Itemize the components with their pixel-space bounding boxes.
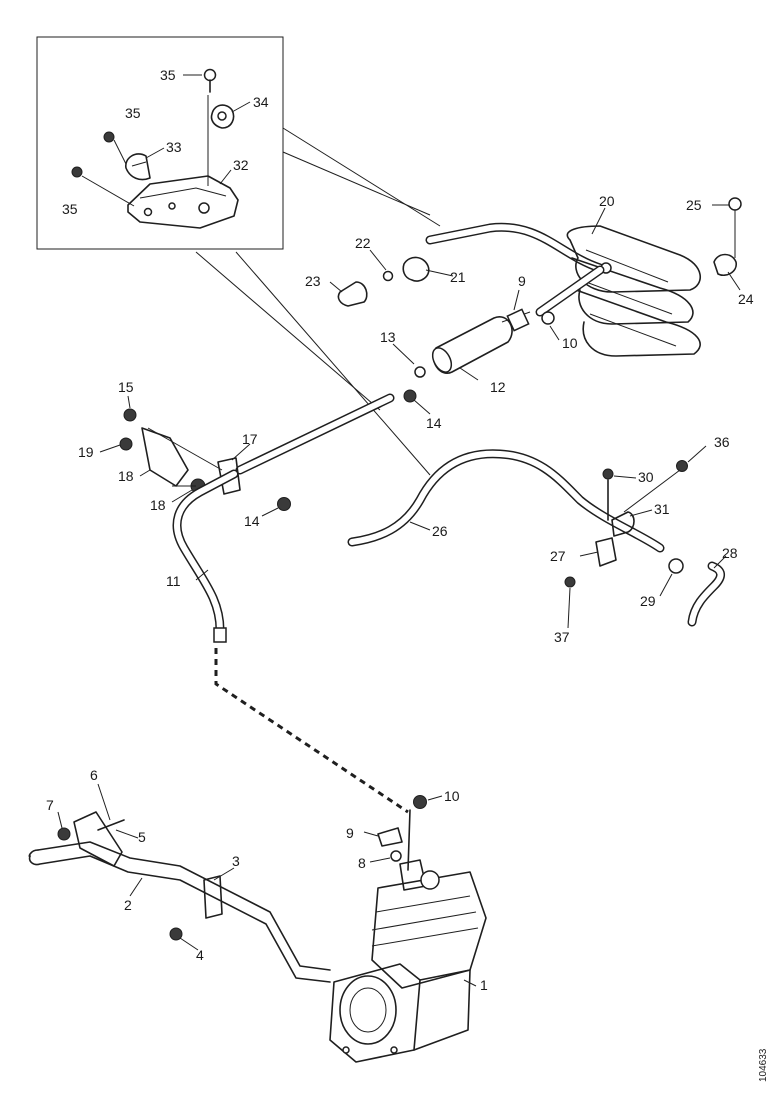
part-label-23: 23 [305,273,321,289]
inset-pointer-line [195,251,381,411]
part-label-12: 12 [490,379,506,395]
part-label-25: 25 [686,197,702,213]
inset-pointer-line [235,251,431,476]
mounting-bracket-icon [127,175,239,229]
part-label-36: 36 [714,434,730,450]
part-label-14: 14 [426,415,442,431]
part-label-10: 10 [444,788,460,804]
fittings-21-23 [337,256,430,307]
clip-33-icon [125,153,151,181]
part-label-31: 31 [654,501,670,517]
part-label-30: 30 [638,469,654,485]
part-label-13: 13 [380,329,396,345]
part-label-1: 1 [480,977,488,993]
pipe-end-fitting [213,627,227,643]
part-label-14: 14 [244,513,260,529]
pipe-2 [28,841,331,983]
part-label-24: 24 [738,291,754,307]
reference-code: 104633 [758,1048,769,1082]
bolt-35-icon [71,166,83,178]
part-label-10: 10 [562,335,578,351]
part-label-17: 17 [242,431,258,447]
bolt-35-icon [103,131,115,143]
part-label-3: 3 [232,853,240,869]
part-label-35: 35 [160,67,176,83]
part-label-28: 28 [722,545,738,561]
part-label-7: 7 [46,797,54,813]
clamp-fittings [564,460,688,588]
part-label-4: 4 [196,947,204,963]
part-label-35: 35 [125,105,141,121]
part-label-11: 11 [166,573,181,589]
part-label-33: 33 [166,139,182,155]
part-label-35: 35 [62,201,78,217]
leader-lines [57,204,741,987]
inset-pointer-line [282,127,441,227]
part-label-15: 15 [118,379,134,395]
part-label-5: 5 [138,829,146,845]
hose-28 [668,558,725,627]
part-label-26: 26 [432,523,448,539]
part-label-22: 22 [355,235,371,251]
bolt-35-icon [203,68,217,93]
coil-cooler-icon [425,222,701,357]
part-label-37: 37 [554,629,570,645]
part-label-9: 9 [346,825,354,841]
part-label-20: 20 [599,193,615,209]
pipe-26 [347,449,665,553]
part-label-32: 32 [233,157,249,173]
fittings-8-10 [377,795,427,871]
part-label-8: 8 [358,855,366,871]
dashed-connection [214,648,409,814]
air-compressor-icon [329,859,487,1063]
part-label-6: 6 [90,767,98,783]
part-label-2: 2 [124,897,132,913]
part-label-27: 27 [550,548,566,564]
detail-inset [36,36,284,250]
part-label-18: 18 [150,497,166,513]
part-label-9: 9 [518,273,526,289]
clip-3-icon [169,875,223,941]
part-label-18: 18 [118,468,134,484]
part-label-34: 34 [253,94,269,110]
mounting-bracket-icon [57,811,125,867]
part-label-19: 19 [78,444,94,460]
part-label-29: 29 [640,593,656,609]
inline-filter-icon [403,308,555,403]
inset-pointer-line [282,151,431,216]
part-labels: 35 34 35 33 32 35 20 25 24 22 21 23 9 10… [46,67,769,1082]
fittings-24-25 [713,197,742,277]
part-label-21: 21 [450,269,466,285]
clamp-34-icon [210,104,235,129]
